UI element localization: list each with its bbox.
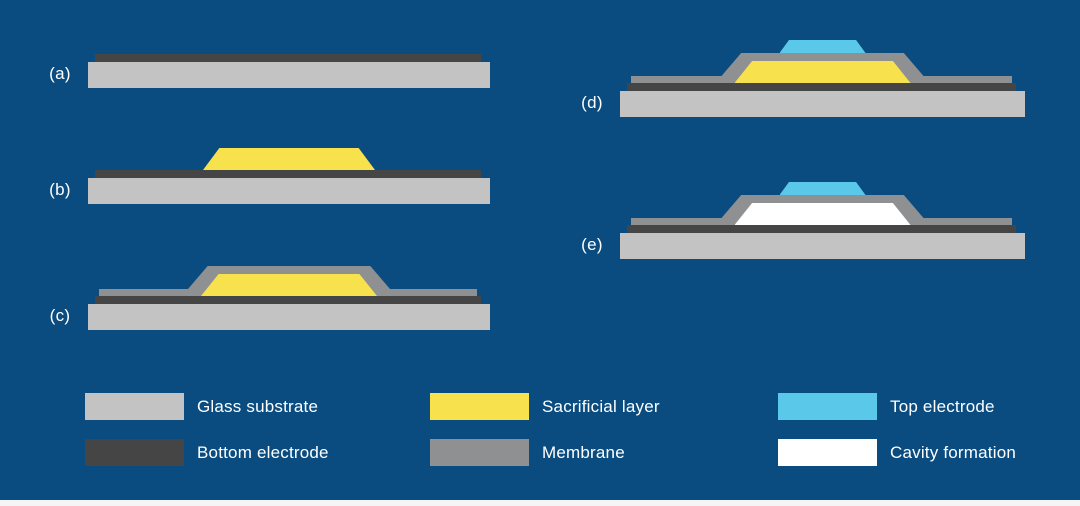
bottom-electrode-layer — [95, 54, 481, 62]
glass-substrate-layer — [88, 178, 490, 204]
sacrificial-layer-swatch — [430, 393, 529, 420]
sacrificial-layer — [201, 274, 377, 296]
sacrificial-layer — [734, 61, 911, 83]
legend-label: Sacrificial layer — [542, 396, 660, 416]
step-e-label: (e) — [581, 235, 603, 254]
step-a-label: (a) — [49, 64, 71, 83]
membrane-cap — [182, 266, 396, 296]
step-d-label: (d) — [581, 93, 603, 112]
legend-item-bottom-electrode: Bottom electrode — [85, 439, 329, 466]
sacrificial-layer — [203, 148, 375, 170]
legend-label: Glass substrate — [197, 396, 319, 416]
step-d: (d) — [581, 40, 1025, 117]
top-electrode-swatch — [778, 393, 877, 420]
legend-item-cavity-formation: Cavity formation — [778, 439, 1016, 466]
legend-item-glass-substrate: Glass substrate — [85, 393, 318, 420]
cavity-formation-swatch — [778, 439, 877, 466]
bottom-border-strip — [0, 500, 1080, 506]
step-b-label: (b) — [49, 180, 71, 199]
legend-label: Bottom electrode — [197, 442, 329, 462]
legend-item-sacrificial-layer: Sacrificial layer — [430, 393, 660, 420]
top-electrode-layer — [779, 182, 866, 195]
legend-label: Top electrode — [890, 396, 995, 416]
glass-substrate-layer — [620, 233, 1025, 259]
membrane-cap — [715, 195, 930, 225]
step-a: (a) — [49, 54, 490, 88]
step-b: (b) — [49, 148, 490, 204]
membrane-cap — [715, 53, 930, 83]
membrane-swatch — [430, 439, 529, 466]
legend-item-top-electrode: Top electrode — [778, 393, 995, 420]
bottom-electrode-layer — [95, 170, 481, 178]
bottom-electrode-swatch — [85, 439, 184, 466]
bottom-electrode-layer — [627, 225, 1016, 233]
glass-substrate-layer — [88, 62, 490, 88]
glass-substrate-layer — [88, 304, 490, 330]
step-e: (e) — [581, 182, 1025, 259]
cavity-region — [734, 203, 911, 225]
glass-substrate-layer — [620, 91, 1025, 117]
legend-label: Membrane — [542, 442, 625, 462]
legend-item-membrane: Membrane — [430, 439, 625, 466]
top-electrode-layer — [779, 40, 866, 53]
bottom-electrode-layer — [95, 296, 481, 304]
glass-substrate-swatch — [85, 393, 184, 420]
legend-label: Cavity formation — [890, 442, 1017, 462]
bottom-electrode-layer — [627, 83, 1016, 91]
step-c-label: (c) — [49, 306, 71, 325]
step-c: (c) — [50, 266, 490, 330]
